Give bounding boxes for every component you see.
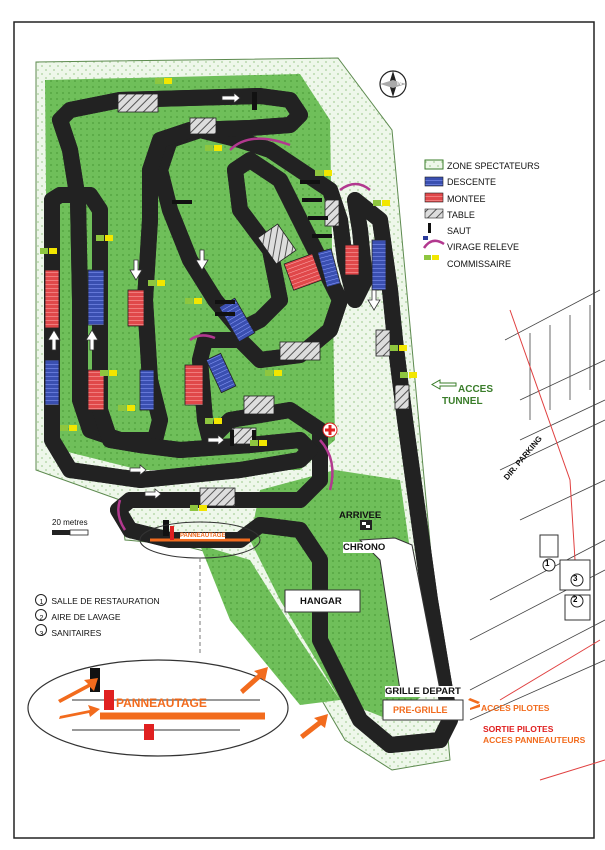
page-frame — [13, 21, 595, 839]
exit-arrow-icon — [300, 714, 328, 739]
descent-sections — [44, 239, 387, 411]
first-aid-icon — [322, 422, 338, 438]
parking-red-boundary — [499, 309, 605, 781]
facility-number-circles — [35, 558, 584, 636]
scale-bar — [52, 529, 89, 536]
panneautage-zoom — [27, 558, 289, 757]
parking-area — [469, 289, 605, 721]
jump-markers — [163, 92, 332, 536]
race-track — [44, 88, 458, 753]
acces-tunnel-arrow — [430, 379, 457, 390]
table-sections — [117, 93, 410, 507]
climb-sections — [44, 244, 360, 411]
marshal-posts — [40, 78, 417, 511]
banked-turns — [117, 137, 371, 531]
legend-swatches — [422, 159, 445, 260]
hangar-building — [284, 589, 361, 613]
pre-grille-area — [382, 699, 464, 721]
north-compass-icon — [379, 70, 407, 98]
direction-arrows — [47, 92, 381, 500]
access-pilotes-arrows — [468, 698, 480, 710]
